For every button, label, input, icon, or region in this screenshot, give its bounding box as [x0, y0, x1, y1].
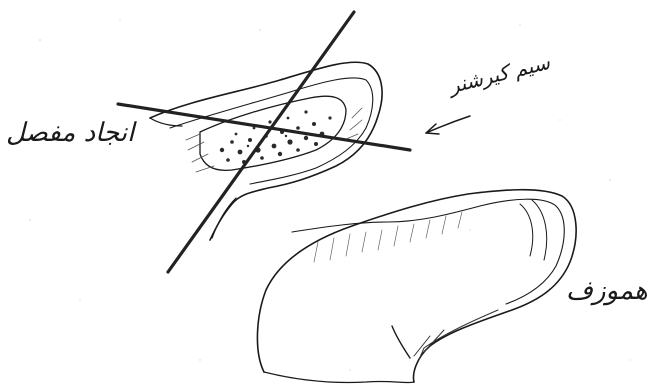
pointer-arrow	[426, 116, 470, 134]
lower-bone	[257, 190, 576, 383]
upper-bone	[150, 62, 382, 240]
label-arthrodesis: انجاد مفصل	[6, 118, 134, 148]
bone-graft	[220, 110, 332, 164]
label-bone: هموزف	[566, 276, 648, 306]
k-wire-diagonal	[168, 12, 354, 272]
kirschner-wires	[118, 12, 410, 272]
